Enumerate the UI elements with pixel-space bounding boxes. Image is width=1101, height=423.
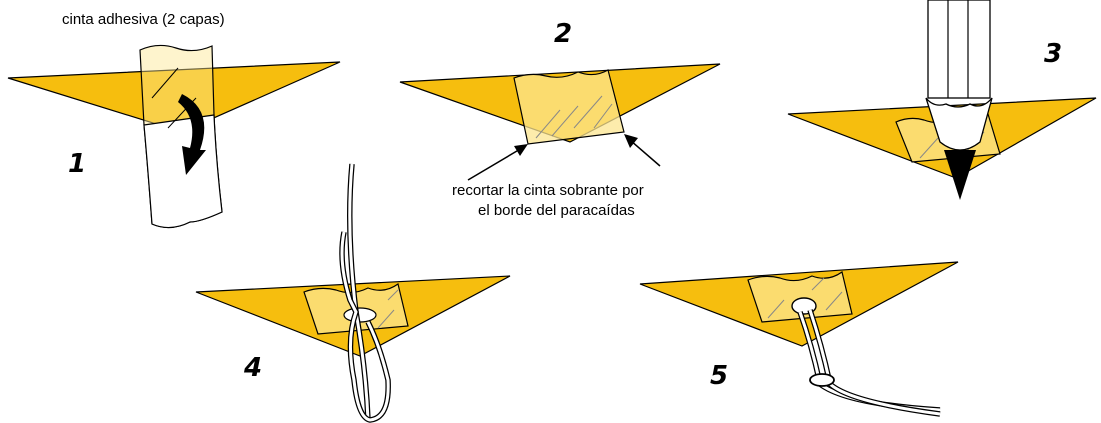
trim-pointer-right [629,139,661,167]
tape-lower-flap [143,114,223,229]
step-1-panel: 1 cinta adhesiva (2 capas) [7,11,341,229]
arrowhead-icon [624,134,638,148]
pencil-icon [925,0,993,200]
step-2-panel: 2 recortar la cinta sobrante por el bord… [399,19,721,219]
tape-patch-2 [513,69,625,145]
parachute-corner-1 [7,61,341,133]
step-number-1: 1 [68,149,86,179]
tape-shine [551,105,579,137]
tape-shine [151,67,179,99]
tape-shine [593,103,613,129]
tape-shine [811,277,825,291]
fold-arrow-icon [178,94,206,175]
tape-shine [573,95,603,129]
tape-shine [825,291,843,311]
trim-pointer-left [467,147,523,181]
step-5-panel: 5 [639,261,959,417]
tape-note-label: cinta adhesiva (2 capas) [62,11,225,28]
tape-shine [919,137,939,159]
tape-shine [767,299,785,319]
step-number-5: 5 [710,361,728,391]
step-number-4: 4 [243,353,262,383]
arrowhead-icon [514,144,528,156]
tape-shine [535,109,561,139]
step-4-panel: 4 [195,163,511,423]
knot-icon [809,373,835,387]
step-number-2: 2 [554,19,572,49]
step-3-panel: 3 [787,0,1097,200]
trim-note-line-1: recortar la cinta sobrante por [452,182,644,199]
trim-note-line-2: el borde del paracaídas [478,202,635,219]
tape-shine [387,289,399,301]
step-number-3: 3 [1044,39,1062,69]
tape-shine [377,309,395,329]
